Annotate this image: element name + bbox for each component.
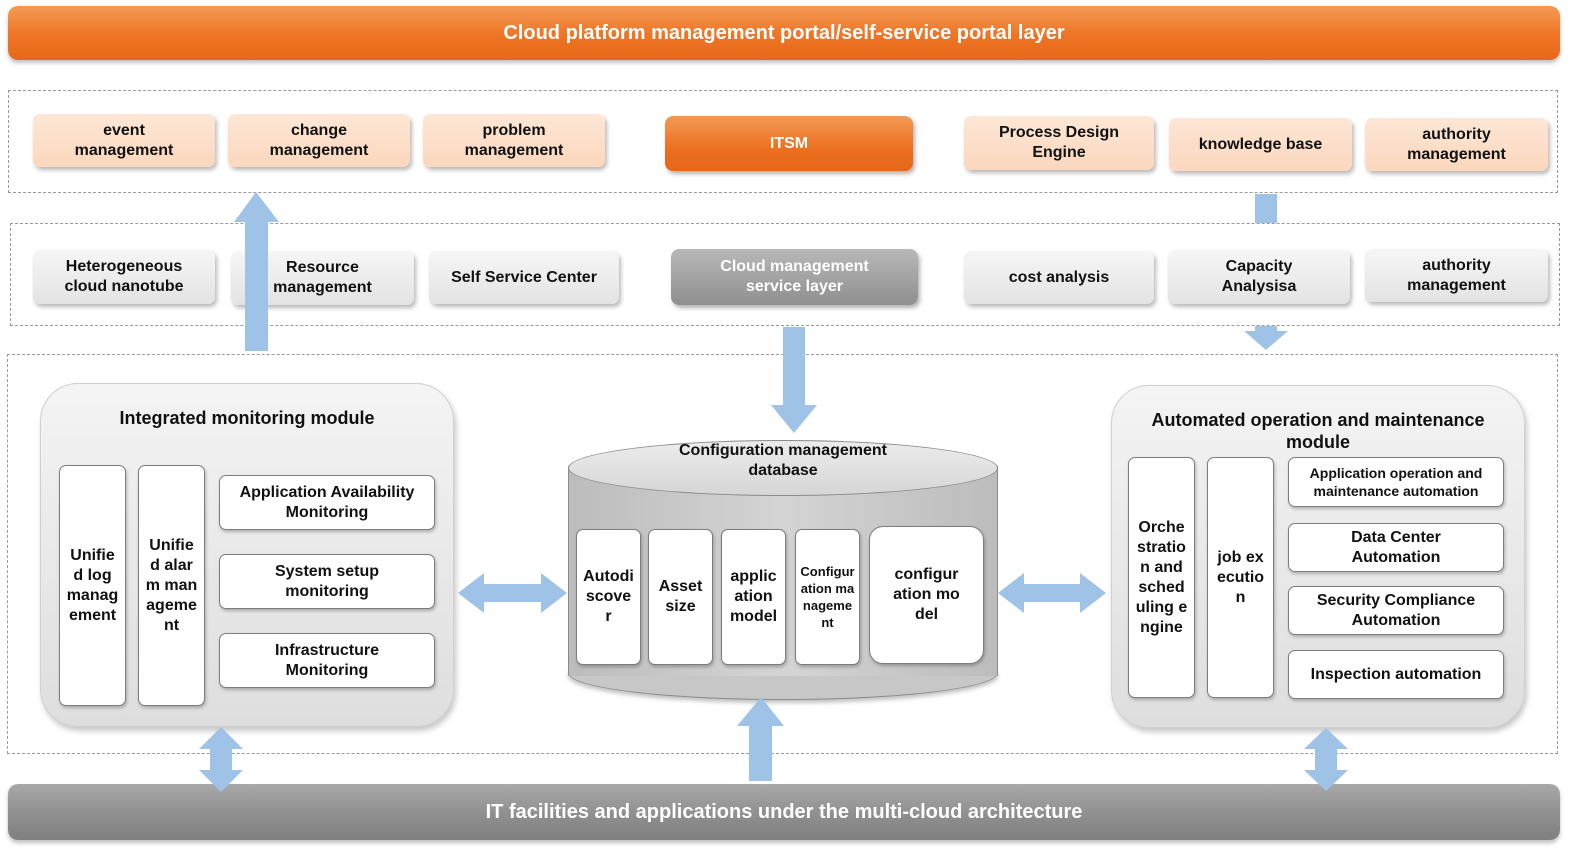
- security-compliance-automation-box: Security Compliance Automation: [1288, 586, 1504, 635]
- service-layer-frame: [10, 223, 1560, 326]
- down-arrow-itsm-right: [1255, 194, 1277, 223]
- up-arrow-infra-to-cmdb: [737, 697, 784, 781]
- up-arrow-itsm-left: [234, 192, 279, 351]
- double-arrow-monitoring-infra: [199, 727, 243, 792]
- infrastructure-monitoring-box: Infrastructure Monitoring: [219, 633, 435, 688]
- authority-management-label-service: authority management: [1407, 256, 1506, 294]
- event-management-label: event management: [74, 121, 174, 159]
- data-center-automation-box: Data Center Automation: [1288, 523, 1504, 572]
- job-execution-label: job execution: [1216, 548, 1265, 606]
- capacity-analysis-box: Capacity Analysisa: [1168, 250, 1350, 304]
- problem-management-box: problem management: [423, 114, 605, 167]
- orchestration-scheduling-engine-box: Orchestration and scheduling engine: [1128, 457, 1195, 698]
- system-setup-monitoring-box: System setup monitoring: [219, 554, 435, 609]
- change-management-box: change management: [228, 114, 410, 167]
- resource-management-label: Resource management: [273, 259, 372, 296]
- process-design-engine-label: Process Design Engine: [998, 124, 1120, 161]
- configuration-management-box: Configuration management: [795, 529, 860, 665]
- double-arrow-cmdb-automation: [998, 573, 1106, 613]
- configuration-model-label: configuration model: [893, 566, 960, 623]
- infrastructure-layer-bar: IT facilities and applications under the…: [8, 784, 1560, 840]
- heterogeneous-cloud-box: Heterogeneous cloud nanotube: [33, 250, 215, 304]
- data-center-automation-label: Data Center Automation: [1351, 528, 1441, 566]
- double-arrow-automation-infra: [1304, 728, 1348, 791]
- unified-log-management-label: Unified log management: [66, 546, 119, 624]
- process-design-engine-box: Process Design Engine: [964, 116, 1154, 170]
- cmdb-title: Configuration management database: [678, 442, 887, 479]
- autodiscover-box: Autodiscover: [576, 529, 641, 665]
- core-layer-frame: [7, 354, 1558, 754]
- capacity-analysis-label: Capacity Analysisa: [1221, 258, 1297, 295]
- event-management-box: event management: [33, 114, 215, 167]
- configuration-management-label: Configuration management: [800, 564, 855, 630]
- problem-management-label: problem management: [464, 121, 564, 159]
- application-om-automation-box: Application operation and maintenance au…: [1288, 457, 1504, 507]
- asset-size-box: Asset size: [648, 529, 713, 665]
- double-arrow-monitoring-cmdb: [458, 573, 567, 613]
- automation-module-title: Automated operation and maintenance modu…: [1151, 410, 1485, 452]
- self-service-center-box: Self Service Center: [429, 251, 619, 304]
- orchestration-scheduling-engine-label: Orchestration and scheduling engine: [1135, 518, 1188, 636]
- inspection-automation-box: Inspection automation: [1288, 650, 1504, 699]
- cloud-management-service-layer-label: Cloud management service layer: [720, 258, 869, 295]
- cmdb-cylinder-top: Configuration management database: [568, 440, 998, 496]
- itsm-layer-frame: [8, 90, 1558, 193]
- autodiscover-label: Autodiscover: [583, 568, 634, 625]
- change-management-label: change management: [269, 121, 369, 159]
- application-availability-monitoring-label: Application Availability Monitoring: [239, 483, 415, 521]
- authority-management-box-service: authority management: [1365, 249, 1548, 302]
- configuration-model-box: configuration model: [869, 526, 984, 664]
- down-arrow-service-right: [1244, 326, 1288, 350]
- authority-management-label-top: authority management: [1407, 125, 1506, 163]
- asset-size-label: Asset size: [658, 578, 703, 615]
- application-model-box: application model: [721, 529, 786, 665]
- job-execution-box: job execution: [1207, 457, 1274, 698]
- authority-management-box-top: authority management: [1365, 118, 1548, 171]
- system-setup-monitoring-label: System setup monitoring: [274, 562, 380, 600]
- knowledge-base-box: knowledge base: [1169, 118, 1352, 171]
- infrastructure-monitoring-label: Infrastructure Monitoring: [274, 641, 380, 679]
- cost-analysis-box: cost analysis: [964, 251, 1154, 304]
- itsm-box: ITSM: [665, 116, 913, 171]
- integrated-monitoring-title: Integrated monitoring module: [119, 408, 375, 428]
- application-model-label: application model: [729, 568, 778, 625]
- down-arrow-cloud-to-cmdb: [771, 327, 817, 433]
- application-om-automation-label: Application operation and maintenance au…: [1309, 465, 1483, 499]
- unified-alarm-management-box: Unified alarm management: [138, 465, 205, 706]
- unified-log-management-box: Unified log management: [59, 465, 126, 706]
- application-availability-monitoring-box: Application Availability Monitoring: [219, 475, 435, 530]
- unified-alarm-management-label: Unified alarm management: [145, 536, 198, 634]
- portal-layer-bar: Cloud platform management portal/self-se…: [8, 6, 1560, 60]
- heterogeneous-cloud-label: Heterogeneous cloud nanotube: [64, 258, 184, 295]
- security-compliance-automation-label: Security Compliance Automation: [1316, 591, 1476, 629]
- cloud-management-service-layer-box: Cloud management service layer: [671, 249, 918, 305]
